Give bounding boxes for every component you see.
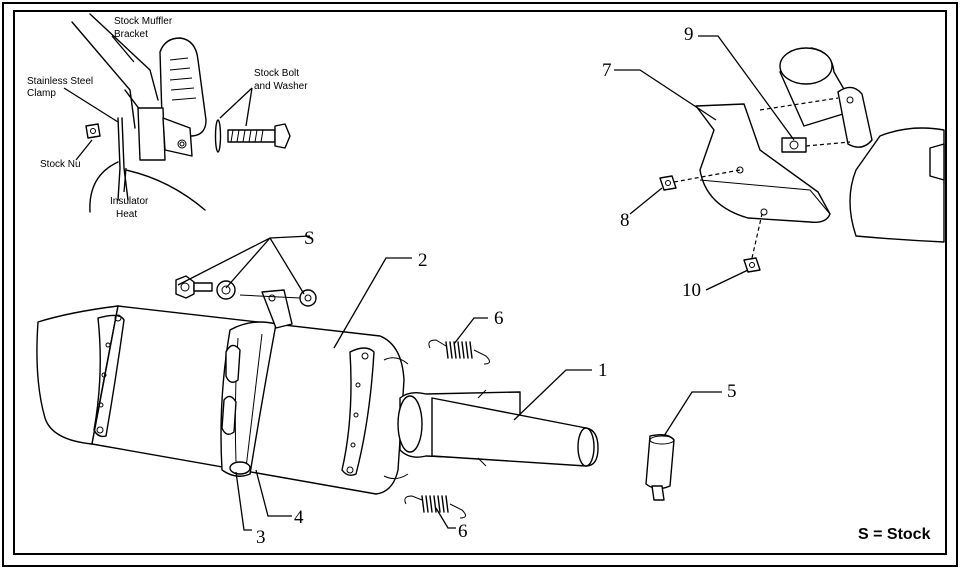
legend-stock: S = Stock [858, 526, 931, 543]
part-number-6-lower: 6 [458, 521, 468, 542]
mount-bracket-detail [614, 35, 945, 291]
part-number-2: 2 [418, 250, 428, 271]
label-stock-nut: Stock Nu [40, 159, 81, 170]
spring-upper [428, 339, 490, 365]
spring-lower [404, 495, 466, 519]
part-number-6-upper: 6 [494, 308, 504, 329]
part-number-1: 1 [598, 360, 608, 381]
clamp-part-5 [645, 433, 675, 501]
part-number-10: 10 [682, 280, 701, 301]
part-number-8: 8 [620, 210, 630, 231]
part-number-7: 7 [602, 60, 612, 81]
part-number-3: 3 [256, 527, 266, 548]
stock-marker-s: S [304, 228, 315, 249]
part-number-4: 4 [294, 507, 304, 528]
part-number-9: 9 [684, 24, 694, 45]
inner-frame [13, 10, 947, 555]
muffler-assembly [36, 235, 722, 531]
part-number-5: 5 [727, 381, 737, 402]
